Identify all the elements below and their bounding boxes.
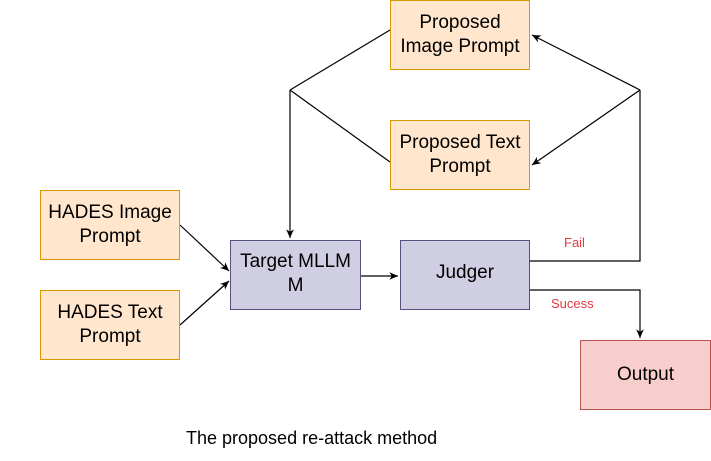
edge-judger-fail-loop (530, 90, 641, 262)
proposed-image-prompt-label: Proposed Image Prompt (400, 12, 520, 57)
judger-label: Judger (435, 262, 495, 283)
fail-edge-label: Fail (564, 235, 585, 250)
judger-node: Judger (400, 240, 530, 310)
hades-text-prompt-label: HADES Text Prompt (57, 302, 163, 347)
proposed-image-prompt-node: Proposed Image Prompt (390, 0, 530, 70)
edge-fail-to-proposed-text (531, 89, 641, 166)
target-mllm-node: Target MLLM M (230, 240, 361, 310)
hades-image-prompt-node: HADES Image Prompt (40, 190, 180, 260)
output-label: Output (616, 364, 675, 385)
output-node: Output (580, 340, 711, 410)
edge-proposed-text-to-junction (289, 89, 391, 163)
diagram-caption: The proposed re-attack method (186, 428, 438, 448)
edge-hades-text-to-target (179, 280, 230, 326)
success-edge-label: Sucess (551, 296, 594, 311)
proposed-text-prompt-label: Proposed Text Prompt (399, 132, 521, 177)
edge-hades-image-to-target (179, 224, 230, 272)
edge-proposed-image-to-junction (289, 29, 391, 91)
edge-fail-to-proposed-image (531, 34, 641, 91)
hades-image-prompt-label: HADES Image Prompt (48, 202, 172, 247)
hades-text-prompt-node: HADES Text Prompt (40, 290, 180, 360)
target-mllm-label: Target MLLM M (240, 251, 351, 296)
edge-judger-success-to-output (530, 289, 644, 338)
proposed-text-prompt-node: Proposed Text Prompt (390, 120, 530, 190)
